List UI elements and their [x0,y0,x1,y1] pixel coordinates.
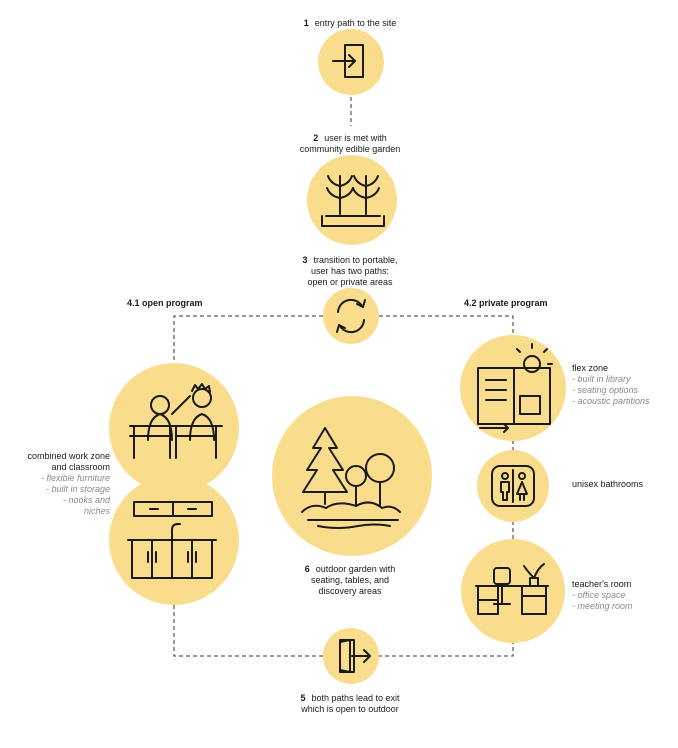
bathroom-description: unisex bathrooms [572,479,644,489]
outdoor-trees-icon [301,427,401,529]
private-program-header: 4.2 private program [464,298,548,308]
open-program-header: 4.1 open program [127,298,203,308]
kitchen-storage-icon [127,501,217,579]
garden-circle [307,155,397,245]
students-desk-icon [129,383,223,459]
open-book-icon [477,343,553,433]
path-private-exit [379,640,514,657]
workzone-circle [109,363,239,493]
teacher-circle [461,539,565,643]
path-open-top [173,315,323,374]
transition-circle [323,288,379,344]
entry-door-icon [332,44,364,78]
open-program-description: combined work zone and classroom - flexi… [27,451,110,516]
outdoor-circle [272,396,432,556]
exit-door-icon [339,639,371,673]
teacher-room-description: teacher's room - office space - meeting … [572,579,633,611]
flex-zone-description: flex zone - built in library - seating o… [572,363,650,406]
teacher-desk-icon [475,563,549,615]
bathroom-icon [491,465,535,507]
garden-plants-icon [321,175,385,227]
transition-cycle-icon [336,298,366,334]
path-open-exit [173,598,323,657]
path-private-top [379,315,514,336]
